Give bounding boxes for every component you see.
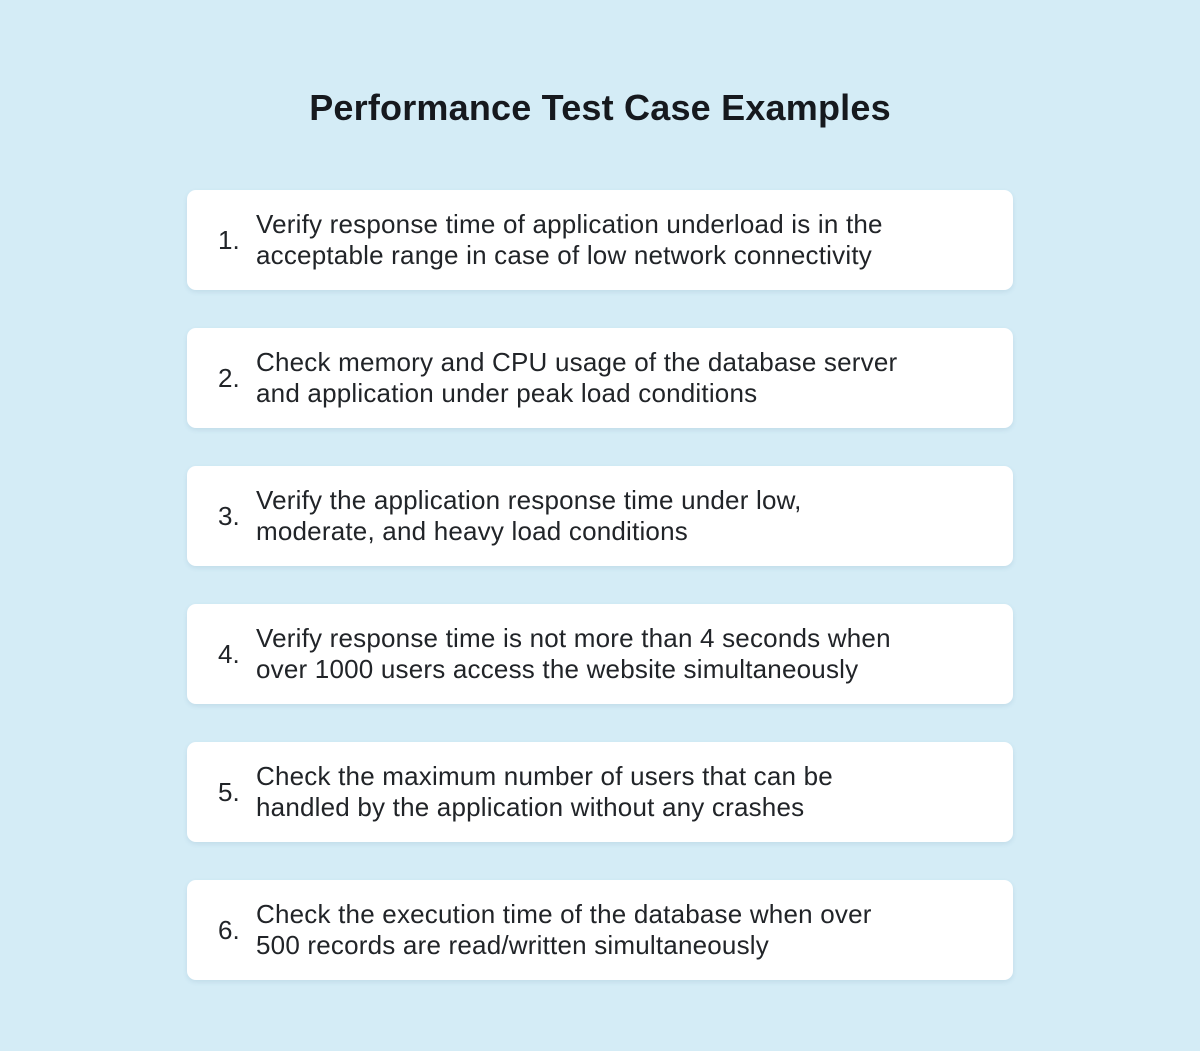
- test-case-card-3: 3. Verify the application response time …: [187, 466, 1013, 566]
- test-case-text: Verify the application response time und…: [256, 485, 1013, 547]
- test-case-line: acceptable range in case of low network …: [256, 240, 872, 270]
- test-case-list: 1. Verify response time of application u…: [187, 190, 1013, 1018]
- test-case-number: 1.: [218, 224, 240, 255]
- test-case-line: 500 records are read/written simultaneou…: [256, 930, 769, 960]
- test-case-text: Check the maximum number of users that c…: [256, 761, 1013, 823]
- test-case-line: Check memory and CPU usage of the databa…: [256, 347, 898, 377]
- test-case-line: Verify response time of application unde…: [256, 209, 883, 239]
- test-case-text: Check memory and CPU usage of the databa…: [256, 347, 1013, 409]
- test-case-line: and application under peak load conditio…: [256, 378, 758, 408]
- test-case-number: 2.: [218, 362, 240, 393]
- test-case-line: over 1000 users access the website simul…: [256, 654, 859, 684]
- test-case-number: 4.: [218, 638, 240, 669]
- test-case-text: Verify response time of application unde…: [256, 209, 1013, 271]
- test-case-card-1: 1. Verify response time of application u…: [187, 190, 1013, 290]
- test-case-text: Verify response time is not more than 4 …: [256, 623, 1013, 685]
- test-case-number: 5.: [218, 776, 240, 807]
- test-case-line: handled by the application without any c…: [256, 792, 805, 822]
- test-case-card-5: 5. Check the maximum number of users tha…: [187, 742, 1013, 842]
- test-case-card-4: 4. Verify response time is not more than…: [187, 604, 1013, 704]
- test-case-card-2: 2. Check memory and CPU usage of the dat…: [187, 328, 1013, 428]
- test-case-line: moderate, and heavy load conditions: [256, 516, 688, 546]
- test-case-text: Check the execution time of the database…: [256, 899, 1013, 961]
- test-case-line: Verify the application response time und…: [256, 485, 802, 515]
- test-case-line: Check the maximum number of users that c…: [256, 761, 833, 791]
- test-case-card-6: 6. Check the execution time of the datab…: [187, 880, 1013, 980]
- test-case-line: Check the execution time of the database…: [256, 899, 872, 929]
- test-case-number: 3.: [218, 500, 240, 531]
- test-case-line: Verify response time is not more than 4 …: [256, 623, 891, 653]
- test-case-number: 6.: [218, 914, 240, 945]
- page-title: Performance Test Case Examples: [309, 87, 891, 128]
